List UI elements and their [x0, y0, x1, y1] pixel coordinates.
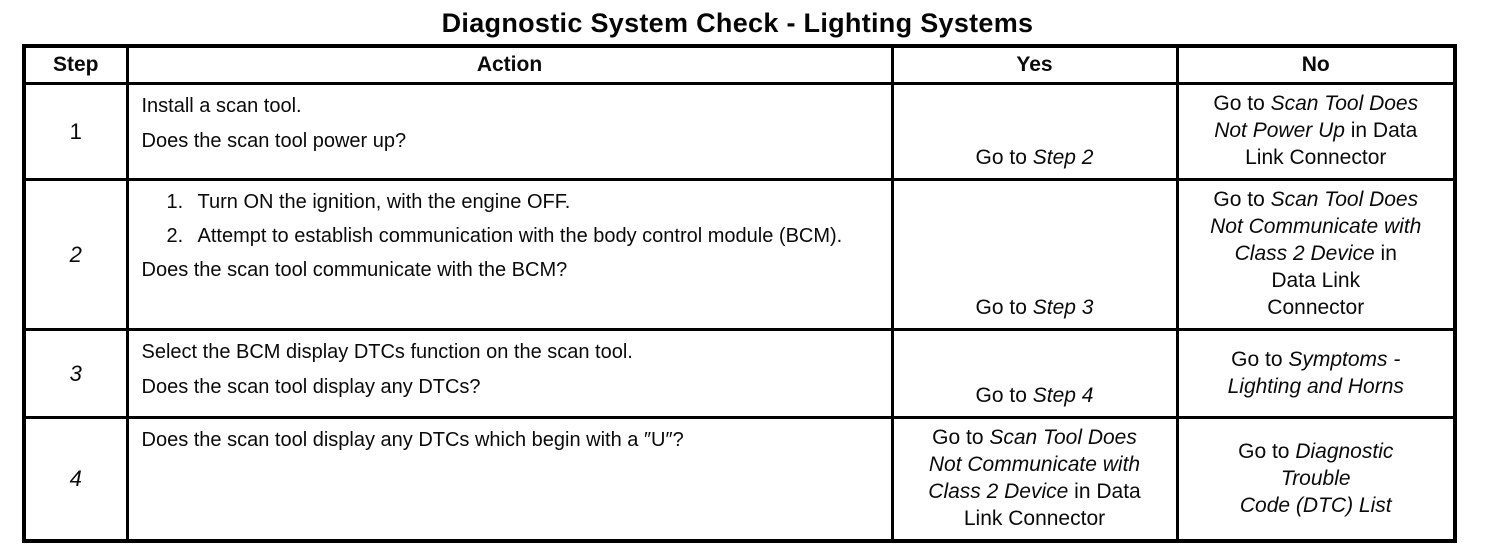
col-header-no: No — [1175, 44, 1457, 85]
diagnostic-table: Step Action Yes No 1 Install a scan tool.… — [22, 44, 1457, 543]
answer-text-segment: Connector — [1267, 296, 1365, 319]
answer-line: Class 2 Device in — [1187, 240, 1446, 267]
yes-cell: Go to Step 3 — [890, 178, 1179, 331]
answer-text-segment: in Data — [1068, 480, 1141, 503]
action-list-item: 1. Turn ON the ignition, with the engine … — [142, 190, 881, 215]
answer-text-segment: Data Link — [1271, 269, 1361, 292]
answer-text-segment: Scan Tool Does — [989, 426, 1137, 449]
answer-text-segment: Step 2 — [1032, 146, 1094, 169]
list-item-number: 2. — [166, 225, 184, 247]
action-text: Does the scan tool display any DTCs? — [141, 376, 481, 398]
answer-text-segment: Not Communicate with — [928, 453, 1141, 476]
answer-text-segment: Scan Tool Does — [1270, 188, 1419, 211]
answer-text-segment: Step 4 — [1032, 384, 1094, 407]
answer-line: Go to Scan Tool Does — [902, 424, 1168, 451]
answer-line: Code (DTC) List — [1187, 492, 1446, 519]
answer-text-segment: Step 3 — [1032, 296, 1094, 319]
answer-line: Go to Scan Tool Does — [1187, 90, 1446, 117]
col-header-yes: Yes — [890, 44, 1179, 85]
col-header-action: Action — [125, 44, 894, 85]
answer-text-segment: Code (DTC) List — [1239, 493, 1392, 517]
action-text: Does the scan tool display any DTCs whic… — [141, 429, 684, 451]
answer-text-segment: Go to — [932, 426, 990, 449]
action-cell: 1. Turn ON the ignition, with the engine … — [125, 178, 894, 331]
answer-text-segment: Go to — [975, 296, 1033, 319]
answer-line: Go to Step 3 — [902, 294, 1168, 321]
answer-text-segment: in — [1374, 242, 1397, 265]
table-row: 2 1. Turn ON the ignition, with the engine… — [22, 178, 1457, 331]
table-row: 1 Install a scan tool. Does the scan tool … — [22, 82, 1457, 181]
step-cell: 3 — [22, 328, 129, 419]
answer-line: Class 2 Device in Data — [902, 478, 1168, 505]
answer-line: Link Connector — [902, 505, 1168, 532]
answer-text-segment: in Data — [1344, 119, 1418, 142]
action-text: Does the scan tool power up? — [141, 130, 407, 152]
step-cell: 1 — [22, 82, 129, 181]
answer-text-segment: Go to — [1238, 439, 1296, 463]
answer-text-segment: Link Connector — [963, 507, 1106, 530]
answer-text-segment: Go to — [1231, 347, 1289, 371]
answer-text-segment: Not Communicate with — [1210, 215, 1422, 238]
answer-text-segment: Not Power Up — [1214, 119, 1345, 142]
answer-text-segment: Trouble — [1280, 466, 1351, 490]
answer-text-segment: Class 2 Device — [928, 480, 1069, 503]
table-row: 4 Does the scan tool display any DTCs whi… — [22, 416, 1457, 543]
action-text: Turn ON the ignition, with the engine OF… — [197, 191, 571, 213]
page-title: Diagnostic System Check - Lighting Syste… — [441, 8, 1034, 38]
answer-line: Go to Diagnostic — [1187, 438, 1446, 465]
answer-line: Link Connector — [1187, 144, 1446, 171]
answer-text-segment: Go to — [1213, 188, 1271, 211]
answer-text-segment: Go to — [1213, 92, 1271, 115]
answer-text-segment: Class 2 Device — [1234, 242, 1375, 265]
step-number: 3 — [69, 360, 82, 386]
table-body: 1 Install a scan tool. Does the scan tool … — [22, 82, 1457, 543]
action-text: Select the BCM display DTCs function on … — [141, 341, 633, 363]
step-number: 1 — [69, 118, 82, 144]
no-cell: Go to Symptoms -Lighting and Horns — [1175, 328, 1457, 419]
col-header-step: Step — [22, 44, 129, 85]
answer-text-segment: Symptoms - — [1288, 347, 1401, 371]
action-text: Install a scan tool. — [141, 95, 302, 117]
step-number: 2 — [69, 241, 82, 267]
list-item-number: 1. — [166, 191, 184, 213]
answer-text-segment: Link Connector — [1245, 146, 1387, 169]
answer-line: Data Link — [1187, 267, 1446, 294]
action-text: Does the scan tool communicate with the … — [141, 259, 568, 281]
answer-line: Go to Step 4 — [902, 382, 1168, 409]
step-cell: 2 — [22, 178, 129, 331]
answer-line: Connector — [1187, 294, 1446, 321]
answer-line: Lighting and Horns — [1187, 373, 1446, 400]
header-row: Step Action Yes No — [22, 44, 1457, 85]
answer-line: Not Communicate with — [902, 451, 1168, 478]
answer-text-segment: Go to — [975, 146, 1033, 169]
answer-text-segment: Go to — [975, 384, 1033, 407]
answer-line: Not Communicate with — [1187, 213, 1446, 240]
answer-line: Go to Step 2 — [902, 144, 1168, 171]
yes-cell: Go to Step 4 — [890, 328, 1179, 419]
answer-line: Not Power Up in Data — [1187, 117, 1446, 144]
action-text: Attempt to establish communication with … — [197, 225, 843, 247]
action-cell: Does the scan tool display any DTCs whic… — [125, 416, 894, 543]
answer-line: Go to Symptoms - — [1187, 346, 1446, 373]
yes-cell: Go to Step 2 — [890, 82, 1179, 181]
action-cell: Select the BCM display DTCs function on … — [125, 328, 894, 419]
answer-text-segment: Lighting and Horns — [1227, 374, 1404, 398]
action-list-item: 2. Attempt to establish communication wit… — [142, 224, 881, 249]
answer-line: Trouble — [1187, 465, 1446, 492]
answer-line: Go to Scan Tool Does — [1187, 186, 1446, 213]
action-cell: Install a scan tool. Does the scan tool p… — [125, 82, 894, 181]
step-cell: 4 — [22, 416, 129, 543]
step-number: 4 — [69, 466, 82, 491]
table-row: 3 Select the BCM display DTCs function on… — [22, 328, 1457, 419]
answer-text-segment: Diagnostic — [1295, 439, 1394, 463]
answer-text-segment: Scan Tool Does — [1270, 92, 1419, 115]
